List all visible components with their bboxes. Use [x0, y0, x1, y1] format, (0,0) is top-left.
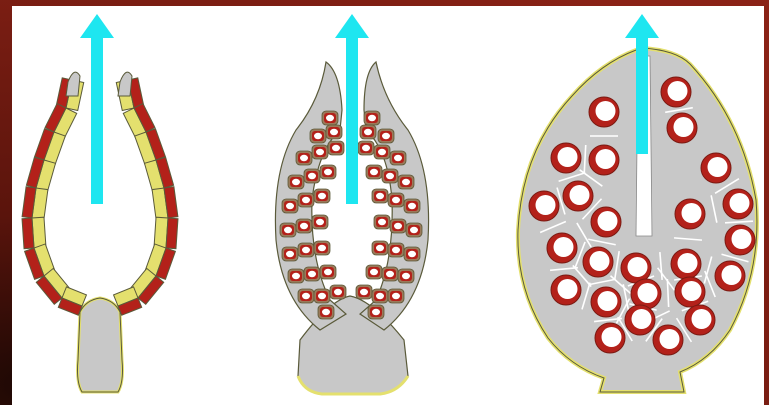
stalk-1 [78, 298, 123, 392]
nucleus [316, 219, 324, 225]
nucleus [324, 269, 332, 275]
nucleus [324, 169, 332, 175]
nucleus [376, 293, 384, 299]
nucleus [292, 179, 300, 185]
nucleus [322, 309, 330, 315]
nucleus [302, 293, 310, 299]
nucleus [372, 309, 380, 315]
nucleus [318, 245, 326, 251]
nucleus [370, 269, 378, 275]
nucleus [722, 265, 742, 285]
nucleus [360, 289, 368, 295]
nucleus [732, 229, 752, 249]
nucleus [602, 327, 622, 347]
nucleus [314, 133, 322, 139]
nucleus [392, 197, 400, 203]
nucleus [598, 291, 618, 311]
nucleus [598, 211, 618, 231]
nucleus [682, 281, 702, 301]
nucleus [378, 219, 386, 225]
nucleus [378, 149, 386, 155]
nucleus [332, 145, 340, 151]
nucleus [402, 179, 410, 185]
nucleus [660, 329, 680, 349]
nucleus [408, 251, 416, 257]
nucleus [682, 203, 702, 223]
nucleus [558, 147, 578, 167]
nucleus [558, 279, 578, 299]
nucleus [316, 149, 324, 155]
nucleus [286, 251, 294, 257]
nucleus [678, 253, 698, 273]
nucleus [554, 237, 574, 257]
nucleus [632, 309, 652, 329]
nucleus [300, 223, 308, 229]
nucleus [386, 173, 394, 179]
nucleus [394, 155, 402, 161]
nucleus [408, 203, 416, 209]
nucleus [364, 129, 372, 135]
nucleus [292, 273, 300, 279]
nucleus [326, 115, 334, 121]
nucleus [394, 223, 402, 229]
nucleus [386, 271, 394, 277]
nucleus [708, 157, 728, 177]
nucleus [308, 173, 316, 179]
nucleus [318, 193, 326, 199]
nucleus [596, 101, 616, 121]
nucleus [392, 247, 400, 253]
nucleus [536, 195, 556, 215]
nucleus [730, 193, 750, 213]
nucleus [668, 81, 688, 101]
nucleus [692, 309, 712, 329]
nucleus [334, 289, 342, 295]
nucleus [308, 271, 316, 277]
nucleus [318, 293, 326, 299]
nucleus [570, 185, 590, 205]
nucleus [590, 251, 610, 271]
cell-inner [166, 218, 178, 249]
nucleus [330, 129, 338, 135]
nucleus [628, 257, 648, 277]
nucleus [286, 203, 294, 209]
nucleus [376, 245, 384, 251]
nucleus [370, 169, 378, 175]
nucleus [674, 117, 694, 137]
nucleus [300, 155, 308, 161]
nucleus [284, 227, 292, 233]
nucleus [376, 193, 384, 199]
nucleus [638, 283, 658, 303]
nucleus [410, 227, 418, 233]
nucleus [362, 145, 370, 151]
nucleus [402, 273, 410, 279]
nucleus [392, 293, 400, 299]
nucleus [302, 197, 310, 203]
nucleus [302, 247, 310, 253]
cell-inner [22, 218, 34, 249]
nucleus [368, 115, 376, 121]
nucleus [596, 149, 616, 169]
nucleus [382, 133, 390, 139]
